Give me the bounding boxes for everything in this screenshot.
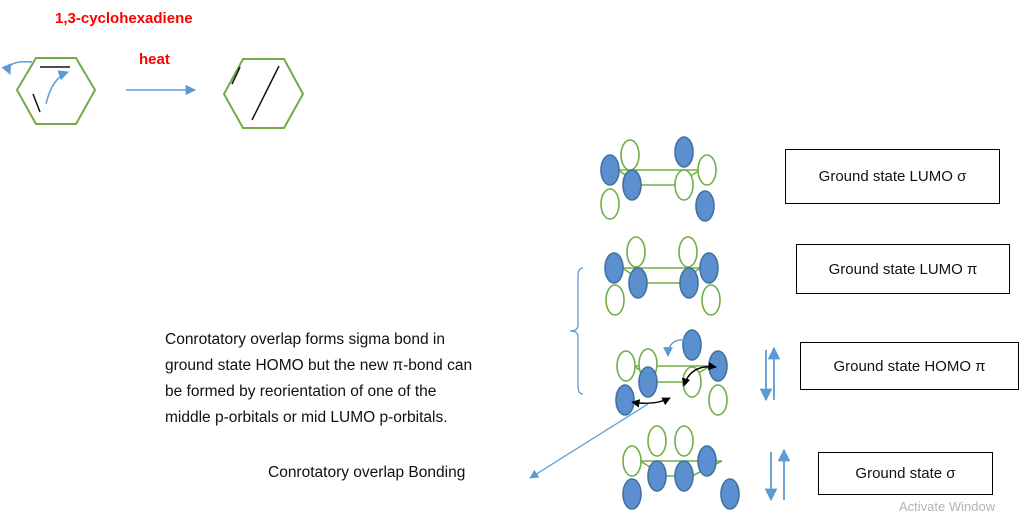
filled-orbital-lobe <box>720 478 740 510</box>
empty-orbital-lobe <box>616 350 636 382</box>
bonding-caption: Conrotatory overlap Bonding <box>268 464 466 481</box>
explanation-line: Conrotatory overlap forms sigma bond in <box>165 331 445 348</box>
empty-orbital-lobe <box>674 425 694 457</box>
empty-orbital-lobe <box>605 284 625 316</box>
empty-orbital-lobe <box>701 284 721 316</box>
filled-orbital-lobe <box>622 169 642 201</box>
explanation-line: middle p-orbitals or mid LUMO p-orbitals… <box>165 409 448 426</box>
empty-orbital-lobe <box>600 188 620 220</box>
empty-orbital-lobe <box>626 236 646 268</box>
molecule-title: 1,3-cyclohexadiene <box>55 10 193 27</box>
empty-orbital-lobe <box>620 139 640 171</box>
filled-orbital-lobe <box>600 154 620 186</box>
filled-orbital-lobe <box>604 252 624 284</box>
bracket <box>569 267 584 395</box>
state-box-lumo-sigma: Ground state LUMO σ <box>785 149 1000 204</box>
electron-flow-arrow-inner <box>45 70 69 105</box>
empty-orbital-lobe <box>622 445 642 477</box>
filled-orbital-lobe <box>682 329 702 361</box>
filled-orbital-lobe <box>647 460 667 492</box>
filled-orbital-lobe <box>674 460 694 492</box>
empty-orbital-lobe <box>674 169 694 201</box>
explanation-line: be formed by reorientation of one of the <box>165 383 437 400</box>
state-label: Ground state σ <box>855 465 956 482</box>
filled-orbital-lobe <box>679 267 699 299</box>
filled-orbital-lobe <box>674 136 694 168</box>
empty-orbital-lobe <box>708 384 728 416</box>
homo-electron-pair <box>759 346 781 402</box>
empty-orbital-lobe <box>678 236 698 268</box>
filled-orbital-lobe <box>615 384 635 416</box>
state-label: Ground state LUMO σ <box>818 168 967 185</box>
empty-orbital-lobe <box>647 425 667 457</box>
explanation-line: ground state HOMO but the new π-bond can <box>165 357 473 374</box>
state-box-homo-pi: Ground state HOMO π <box>800 342 1019 390</box>
product-ring <box>222 58 305 129</box>
caption-pointer-arrow <box>529 403 649 479</box>
sigma-electron-pair <box>764 448 791 502</box>
orbital-diagrams <box>600 136 740 510</box>
reorientation-arrow-lower <box>631 397 671 408</box>
filled-orbital-lobe <box>699 252 719 284</box>
filled-orbital-lobe <box>697 445 717 477</box>
filled-orbital-lobe <box>638 366 658 398</box>
electron-flow-arrow-outer <box>1 61 33 75</box>
filled-orbital-lobe <box>695 190 715 222</box>
reaction-condition: heat <box>139 51 170 68</box>
explanation-text: Conrotatory overlap forms sigma bond in … <box>165 327 472 431</box>
filled-orbital-lobe <box>622 478 642 510</box>
filled-orbital-lobe <box>628 267 648 299</box>
state-box-lumo-pi: Ground state LUMO π <box>796 244 1010 294</box>
empty-orbital-lobe <box>697 154 717 186</box>
reactant-cyclohexadiene <box>1 57 97 125</box>
state-box-ground-sigma: Ground state σ <box>818 452 993 495</box>
reorientation-arrow-upper <box>681 361 717 387</box>
reorientation-arrow-curl <box>663 339 687 357</box>
state-label: Ground state HOMO π <box>833 357 986 375</box>
activation-watermark: Activate Window <box>899 499 996 514</box>
state-label: Ground state LUMO π <box>828 260 978 278</box>
